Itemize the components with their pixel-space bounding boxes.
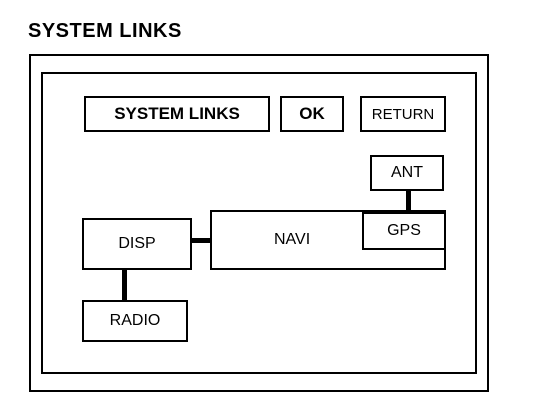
screen-inner-frame <box>41 72 477 374</box>
page-title: SYSTEM LINKS <box>28 20 182 42</box>
system-links-button[interactable]: SYSTEM LINKS <box>84 96 270 132</box>
unit-gps[interactable]: GPS <box>362 212 446 250</box>
return-button[interactable]: RETURN <box>360 96 446 132</box>
link-ant-gps <box>406 190 411 214</box>
screen-outer-frame <box>29 54 489 392</box>
link-disp-radio <box>122 269 127 301</box>
ok-button[interactable]: OK <box>280 96 344 132</box>
unit-disp[interactable]: DISP <box>82 218 192 270</box>
unit-radio[interactable]: RADIO <box>82 300 188 342</box>
unit-ant[interactable]: ANT <box>370 155 444 191</box>
link-disp-navi <box>191 238 211 243</box>
